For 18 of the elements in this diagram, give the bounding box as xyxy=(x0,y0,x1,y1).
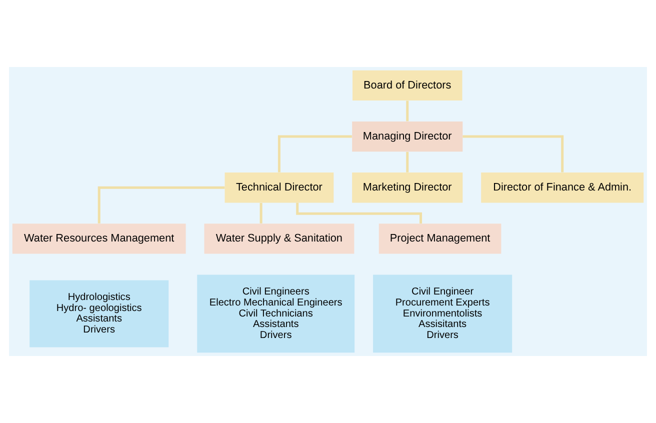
connector xyxy=(98,186,225,224)
node-box: Managing Director xyxy=(352,121,463,152)
node-box: Director of Finance & Admin. xyxy=(481,172,644,203)
connector xyxy=(296,202,422,224)
node-box: Civil Engineer Procurement Experts Environmentolists Assisitants Drivers xyxy=(373,274,512,353)
node-box: Water Resources Management xyxy=(12,224,186,254)
node-box: Water Supply & Sanitation xyxy=(204,224,354,254)
node-box: Marketing Director xyxy=(352,172,463,203)
connector xyxy=(406,152,409,172)
node-box: Hydrologistics Hydro- geologistics Assistants Drivers xyxy=(30,280,169,348)
node-box: Board of Directors xyxy=(352,70,462,100)
node-box: Project Management xyxy=(378,224,502,254)
connector xyxy=(278,135,352,172)
connector xyxy=(462,135,564,172)
node-box: Technical Director xyxy=(224,172,334,203)
connector xyxy=(260,202,262,224)
node-box: Civil Engineers Electro Mechanical Engineers Civil Technicians Assistants Drivers xyxy=(197,274,355,353)
connector xyxy=(406,100,409,122)
